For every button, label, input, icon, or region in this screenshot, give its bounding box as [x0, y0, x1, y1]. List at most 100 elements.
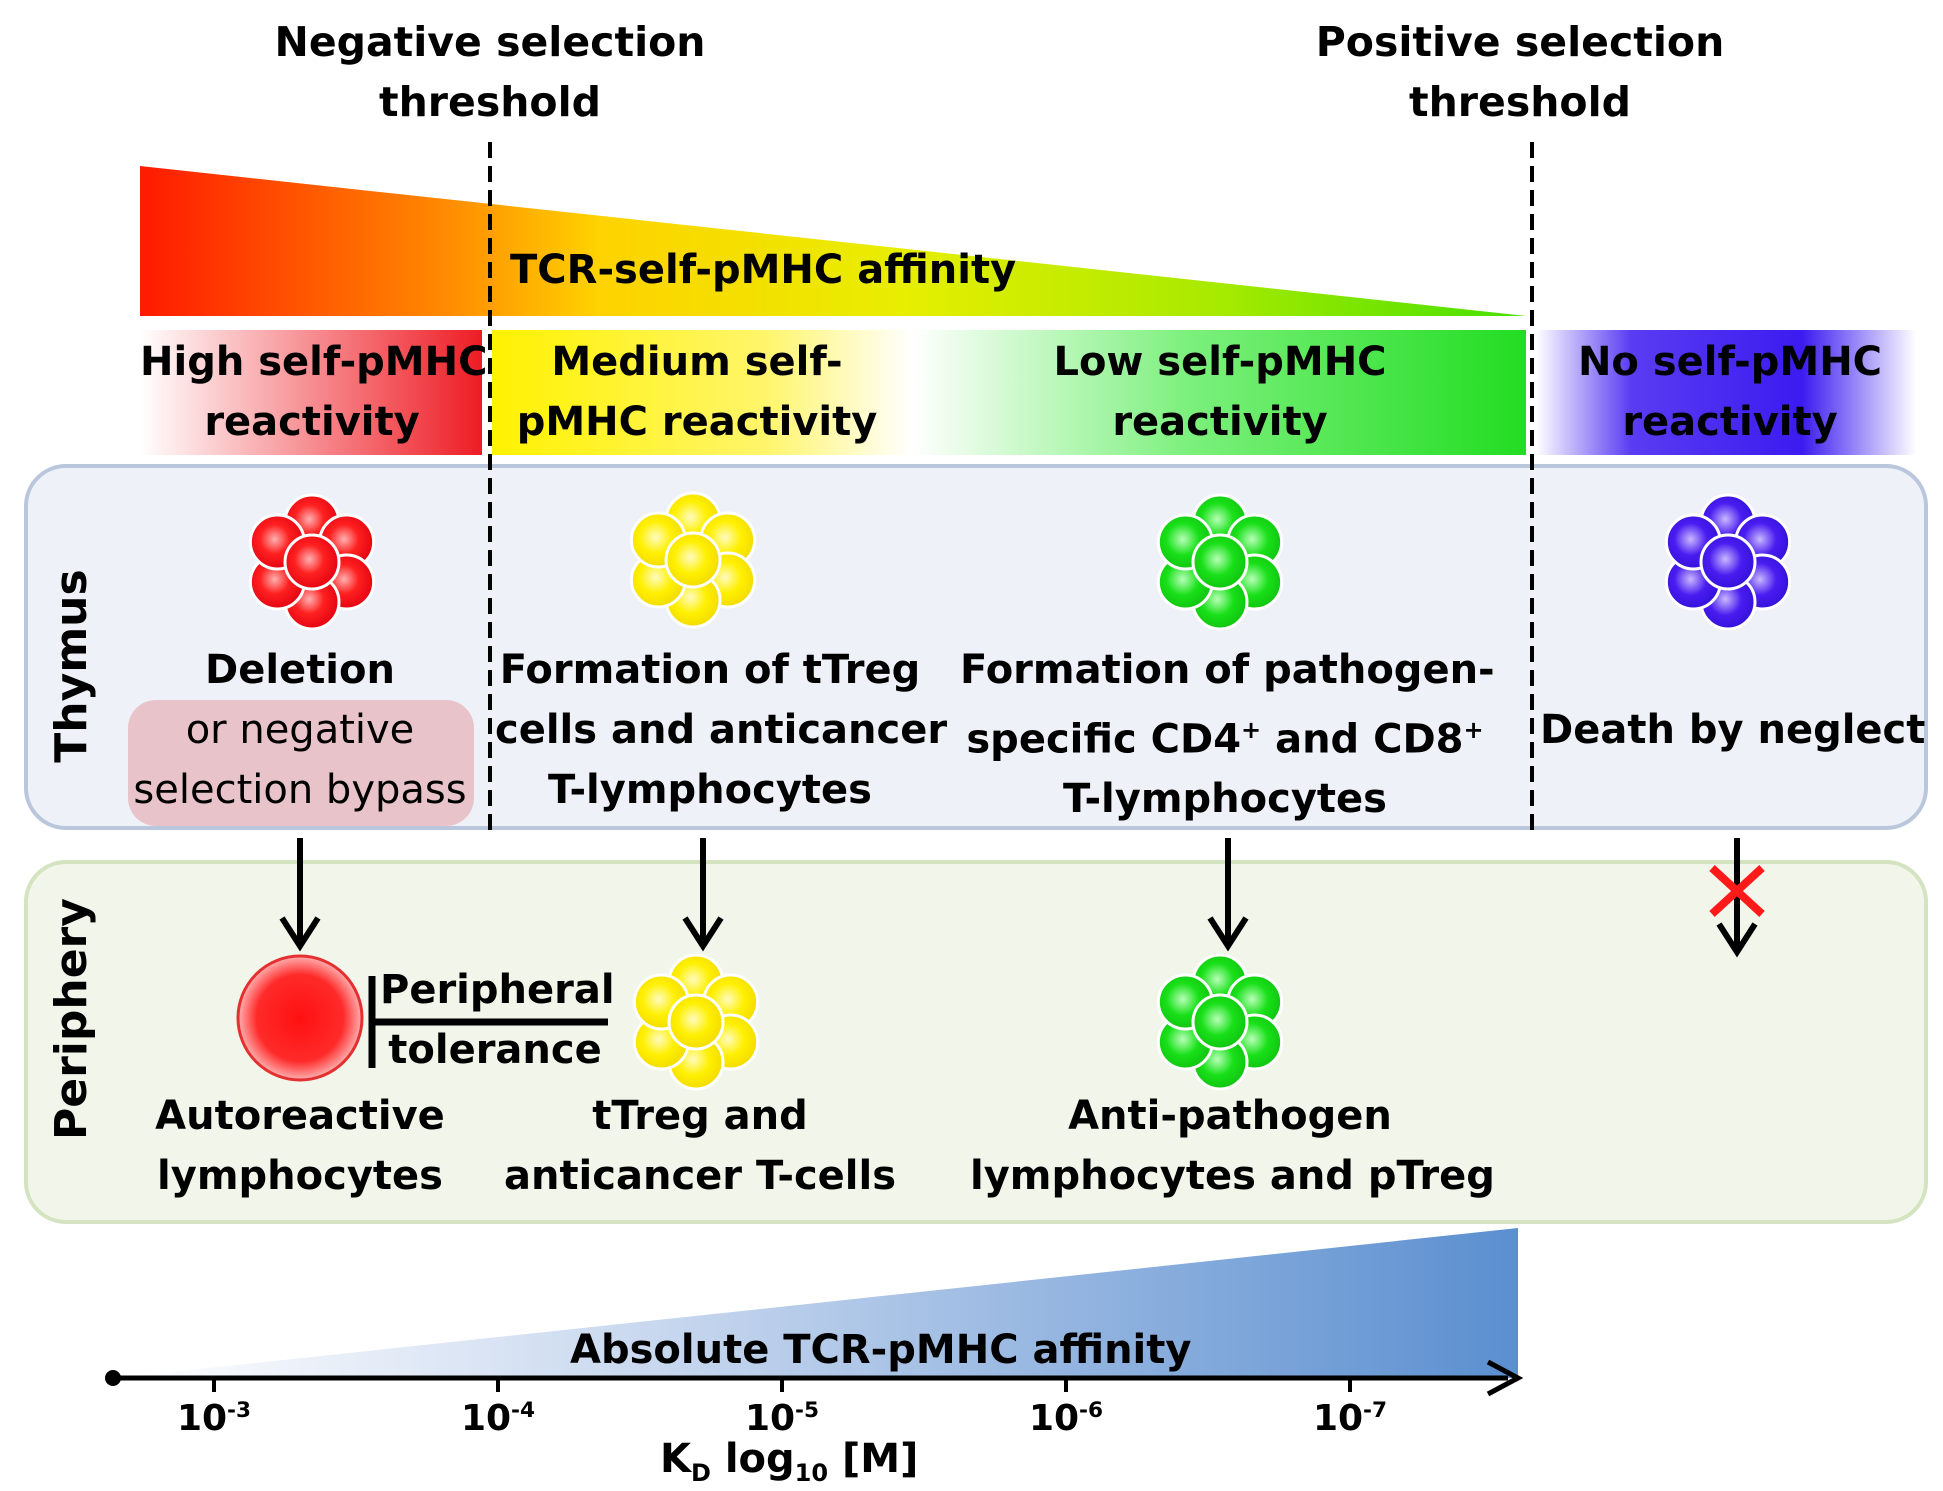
deletion-text: Deletion [205, 647, 395, 693]
cell-circle [283, 533, 341, 591]
axis-label-unit: [M] [828, 1436, 919, 1482]
tick-base: 10 [1028, 1398, 1080, 1439]
green-cell-cluster-icon [1156, 493, 1284, 631]
pathogen-line2-pre: specific CD4 [966, 716, 1242, 763]
band-none-label: No self-pMHC reactivity [1540, 332, 1920, 452]
cell-circle [1699, 533, 1757, 591]
treg-periphery-label: tTreg and anticancer T-cells [500, 1086, 900, 1206]
self-affinity-label: TCR-self-pMHC affinity [510, 247, 1017, 293]
antipathogen-label: Anti-pathogen lymphocytes and pTreg [970, 1086, 1495, 1206]
tick-exp: -6 [1079, 1398, 1104, 1423]
tick-exp: -7 [1363, 1398, 1388, 1423]
band-high-line2: reactivity [204, 399, 420, 445]
negative-threshold-label: Negative selection threshold [240, 12, 740, 132]
tick-base: 10 [744, 1398, 796, 1439]
band-medium-line1: Medium self- [551, 339, 843, 385]
pathogen-formation-line3: T-lymphocytes [1063, 776, 1387, 823]
bypass-highlight [128, 700, 474, 826]
negative-threshold-line1: Negative selection [274, 18, 706, 66]
neglect-label: Death by neglect [1540, 707, 1926, 753]
band-high-line1: High self-pMHC [140, 339, 488, 385]
treg-periphery-line1: tTreg and [592, 1093, 808, 1139]
thymus-label: Thymus [46, 569, 97, 763]
green-cell-cluster-periphery-icon [1156, 953, 1284, 1091]
tick-label: 10-7 [1290, 1398, 1410, 1439]
treg-formation-line3: T-lymphocytes [548, 767, 872, 813]
pathogen-formation-line1: Formation of pathogen- [960, 647, 1495, 693]
positive-threshold-line2: threshold [1409, 78, 1631, 126]
tick-base: 10 [460, 1398, 512, 1439]
cell-circle [667, 993, 725, 1051]
autoreactive-label: Autoreactive lymphocytes [140, 1086, 460, 1206]
blue-cell-cluster-icon [1664, 493, 1792, 631]
treg-formation-line2: cells and anticancer [495, 707, 948, 753]
tick-label: 10-3 [154, 1398, 274, 1439]
pathogen-formation-line2: specific CD4+ and CD8+ [960, 700, 1490, 769]
tick-base: 10 [176, 1398, 228, 1439]
band-medium-line2: pMHC reactivity [516, 399, 878, 445]
autoreactive-cell-icon [236, 954, 364, 1082]
cross-icon [1709, 865, 1765, 917]
tick-label: 10-5 [722, 1398, 842, 1439]
antipathogen-line2: lymphocytes and pTreg [970, 1153, 1495, 1199]
positive-threshold-label: Positive selection threshold [1270, 12, 1770, 132]
deletion-label: Deletion or negative selection bypass [120, 640, 480, 820]
yellow-cell-cluster-icon [629, 491, 757, 629]
axis-label-k: K [660, 1436, 691, 1482]
band-high-label: High self-pMHC reactivity [140, 332, 488, 452]
treg-periphery-line2: anticancer T-cells [503, 1153, 897, 1199]
arrow-treg-icon [682, 838, 724, 952]
band-none [1536, 330, 1916, 455]
tolerance-label: Peripheral tolerance [380, 960, 615, 1080]
axis-arrowhead-icon [1486, 1359, 1524, 1397]
band-none-line2: reactivity [1622, 399, 1838, 445]
axis-label-d: D [691, 1459, 711, 1487]
axis-label-10: 10 [794, 1459, 829, 1487]
antipathogen-line1: Anti-pathogen [1068, 1093, 1392, 1139]
band-low-label: Low self-pMHC reactivity [1000, 332, 1440, 452]
thymus-box [24, 464, 1928, 830]
tick-exp: -3 [227, 1398, 252, 1423]
cell-circle [1191, 533, 1249, 591]
band-medium-label: Medium self- pMHC reactivity [492, 332, 902, 452]
pathogen-line2-mid: and CD8 [1261, 716, 1464, 763]
cell-circle [1191, 993, 1249, 1051]
tick-base: 10 [1312, 1398, 1364, 1439]
band-low-line2: reactivity [1112, 399, 1328, 445]
self-affinity-gradient-wedge [140, 166, 1526, 316]
bypass-line2: selection bypass [133, 767, 467, 813]
pathogen-formation-label: Formation of pathogen- specific CD4 + and… [960, 640, 1495, 829]
negative-threshold-line2: threshold [379, 78, 601, 126]
axis-label: KD log10 [M] [660, 1436, 918, 1487]
absolute-affinity-label: Absolute TCR-pMHC affinity [570, 1327, 1192, 1373]
arrow-autoreactive-icon [279, 838, 321, 952]
band-low [912, 330, 1526, 455]
bypass-line1: or negative [185, 707, 415, 753]
tick-label: 10-4 [438, 1398, 558, 1439]
positive-threshold-line1: Positive selection [1315, 18, 1725, 66]
autoreactive-line2: lymphocytes [157, 1153, 443, 1199]
tick-label: 10-6 [1006, 1398, 1126, 1439]
arrow-antipathogen-icon [1207, 838, 1249, 952]
periphery-box [24, 860, 1928, 1224]
tolerance-line2: tolerance [388, 1027, 602, 1073]
treg-formation-line1: Formation of tTreg [499, 647, 921, 693]
absolute-affinity-gradient-wedge [115, 1228, 1518, 1378]
autoreactive-line1: Autoreactive [155, 1093, 445, 1139]
tick-exp: -5 [795, 1398, 820, 1423]
axis-label-log: log [710, 1436, 795, 1482]
red-cell-cluster-icon [248, 493, 376, 631]
treg-formation-label: Formation of tTreg cells and anticancer … [495, 640, 948, 820]
band-high [140, 330, 482, 455]
band-none-line1: No self-pMHC [1577, 339, 1883, 385]
cell-circle [664, 531, 722, 589]
band-low-line1: Low self-pMHC [1053, 339, 1387, 385]
band-medium [492, 330, 912, 455]
periphery-label: Periphery [46, 898, 97, 1140]
tolerance-line1: Peripheral [380, 967, 615, 1013]
axis-tick-marks [212, 1378, 1352, 1392]
cd8-sup: + [1463, 716, 1484, 744]
tick-exp: -4 [511, 1398, 536, 1423]
